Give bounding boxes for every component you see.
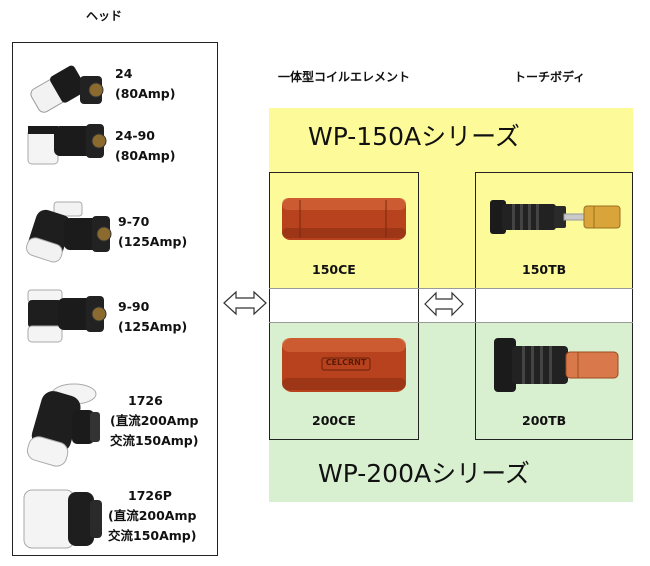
head-9-90-label: 9-90 (125Amp) — [118, 299, 188, 334]
head-1726p-image — [23, 489, 102, 549]
head-9-70-label: 9-70 (125Amp) — [118, 214, 188, 249]
head-24-90-label: 24-90 (80Amp) — [115, 128, 176, 163]
torch-body-200tb-label: 200TB — [522, 413, 567, 428]
heads-panel — [12, 42, 218, 556]
head-9-70-image — [26, 201, 112, 263]
torch-body-frame — [475, 172, 633, 440]
torch-body-150tb-label: 150TB — [522, 262, 567, 277]
torch-body-200tb-image — [494, 338, 619, 392]
double-arrow-icon — [223, 290, 267, 316]
head-1726-image — [26, 383, 100, 467]
coil-200ce-stamp: CELCRNT — [325, 358, 367, 367]
head-1726p-label: 1726P (直流200Amp 交流150Amp) — [108, 488, 197, 543]
coil-150ce-label: 150CE — [312, 262, 356, 277]
separator-line-bottom — [269, 322, 633, 323]
head-24-image — [30, 65, 104, 113]
coil-element-frame — [269, 172, 419, 440]
head-1726-label: 1726 (直流200Amp 交流150Amp) — [110, 393, 199, 448]
head-24-90-image — [27, 124, 107, 165]
coil-element-header: 一体型コイルエレメント — [278, 70, 411, 84]
wp-200a-series-title: WP-200Aシリーズ — [318, 459, 530, 488]
double-arrow-icon — [424, 291, 464, 317]
coil-200ce-image — [282, 338, 406, 392]
head-24-label: 24 (80Amp) — [115, 66, 176, 101]
coil-200ce-label: 200CE — [312, 413, 356, 428]
torch-body-header: トーチボディ — [514, 70, 586, 84]
separator-line-top — [269, 288, 633, 289]
coil-150ce-image — [282, 198, 406, 240]
heads-header: ヘッド — [86, 9, 123, 23]
head-9-90-image — [27, 289, 107, 343]
torch-body-150tb-image — [490, 200, 621, 234]
wp-150a-series-title: WP-150Aシリーズ — [308, 122, 520, 151]
